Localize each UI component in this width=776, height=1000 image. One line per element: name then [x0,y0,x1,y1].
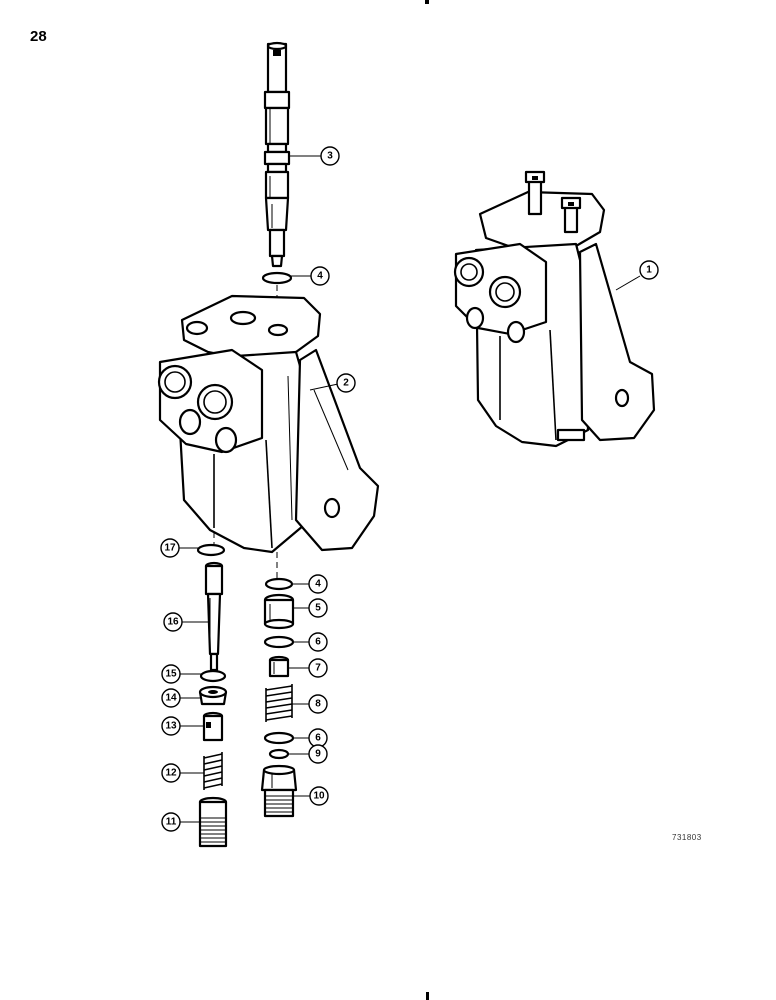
callout-16: 16 [163,612,183,632]
svg-text:2: 2 [343,378,349,389]
callout-9: 9 [308,744,328,764]
leader-1 [615,275,641,291]
svg-text:9: 9 [315,749,321,760]
valve-spool [263,41,291,268]
svg-text:17: 17 [164,543,176,554]
o-ring-4-lower [264,577,294,591]
callout-5: 5 [308,598,328,618]
washer-6-upper [263,635,295,649]
svg-text:4: 4 [317,271,323,282]
svg-text:11: 11 [166,817,177,828]
callout-17: 17 [160,538,180,558]
callout-10: 10 [309,786,329,806]
leader-2 [309,383,339,391]
svg-text:4: 4 [315,579,321,590]
svg-text:6: 6 [315,733,321,744]
svg-text:7: 7 [315,663,321,674]
plug-11 [198,796,228,848]
spring-12 [203,752,223,790]
plunger-16 [204,561,224,672]
bottom-print-mark [426,992,429,1000]
o-ring-15 [199,669,227,683]
ring-9 [268,748,290,760]
svg-text:6: 6 [315,637,321,648]
callout-6-upper: 6 [308,632,328,652]
callout-8: 8 [308,694,328,714]
callout-14: 14 [161,688,181,708]
o-ring-17 [196,543,226,557]
callout-1: 1 [639,260,659,280]
svg-text:13: 13 [165,721,177,732]
callout-4-top: 4 [310,266,330,286]
o-ring-top [261,271,293,285]
plug-10 [260,764,298,818]
callout-15: 15 [161,664,181,684]
spring-8 [265,684,293,722]
seal-cap-14 [198,685,228,706]
svg-text:10: 10 [313,791,325,802]
piston-7 [268,655,290,678]
washer-6-lower [263,731,295,745]
callout-13: 13 [161,716,181,736]
svg-text:3: 3 [327,151,333,162]
svg-text:1: 1 [646,265,652,276]
svg-text:5: 5 [315,603,321,614]
callout-12: 12 [161,763,181,783]
svg-text:15: 15 [165,669,177,680]
page-number: 28 [30,28,47,45]
valve-body-main [157,294,380,554]
spring-seat-13 [202,711,224,742]
sleeve-5 [263,593,295,630]
callout-3: 3 [320,146,340,166]
svg-text:16: 16 [167,617,179,628]
figure-code: 731803 [672,833,702,842]
callout-11: 11 [161,812,181,832]
callout-4-lower: 4 [308,574,328,594]
callout-6-lower: 6 [308,728,328,748]
valve-assembly [453,170,656,448]
svg-text:12: 12 [165,768,177,779]
svg-text:8: 8 [315,699,321,710]
callout-7: 7 [308,658,328,678]
top-print-mark [425,0,429,4]
callout-2: 2 [336,373,356,393]
svg-text:14: 14 [165,693,177,704]
